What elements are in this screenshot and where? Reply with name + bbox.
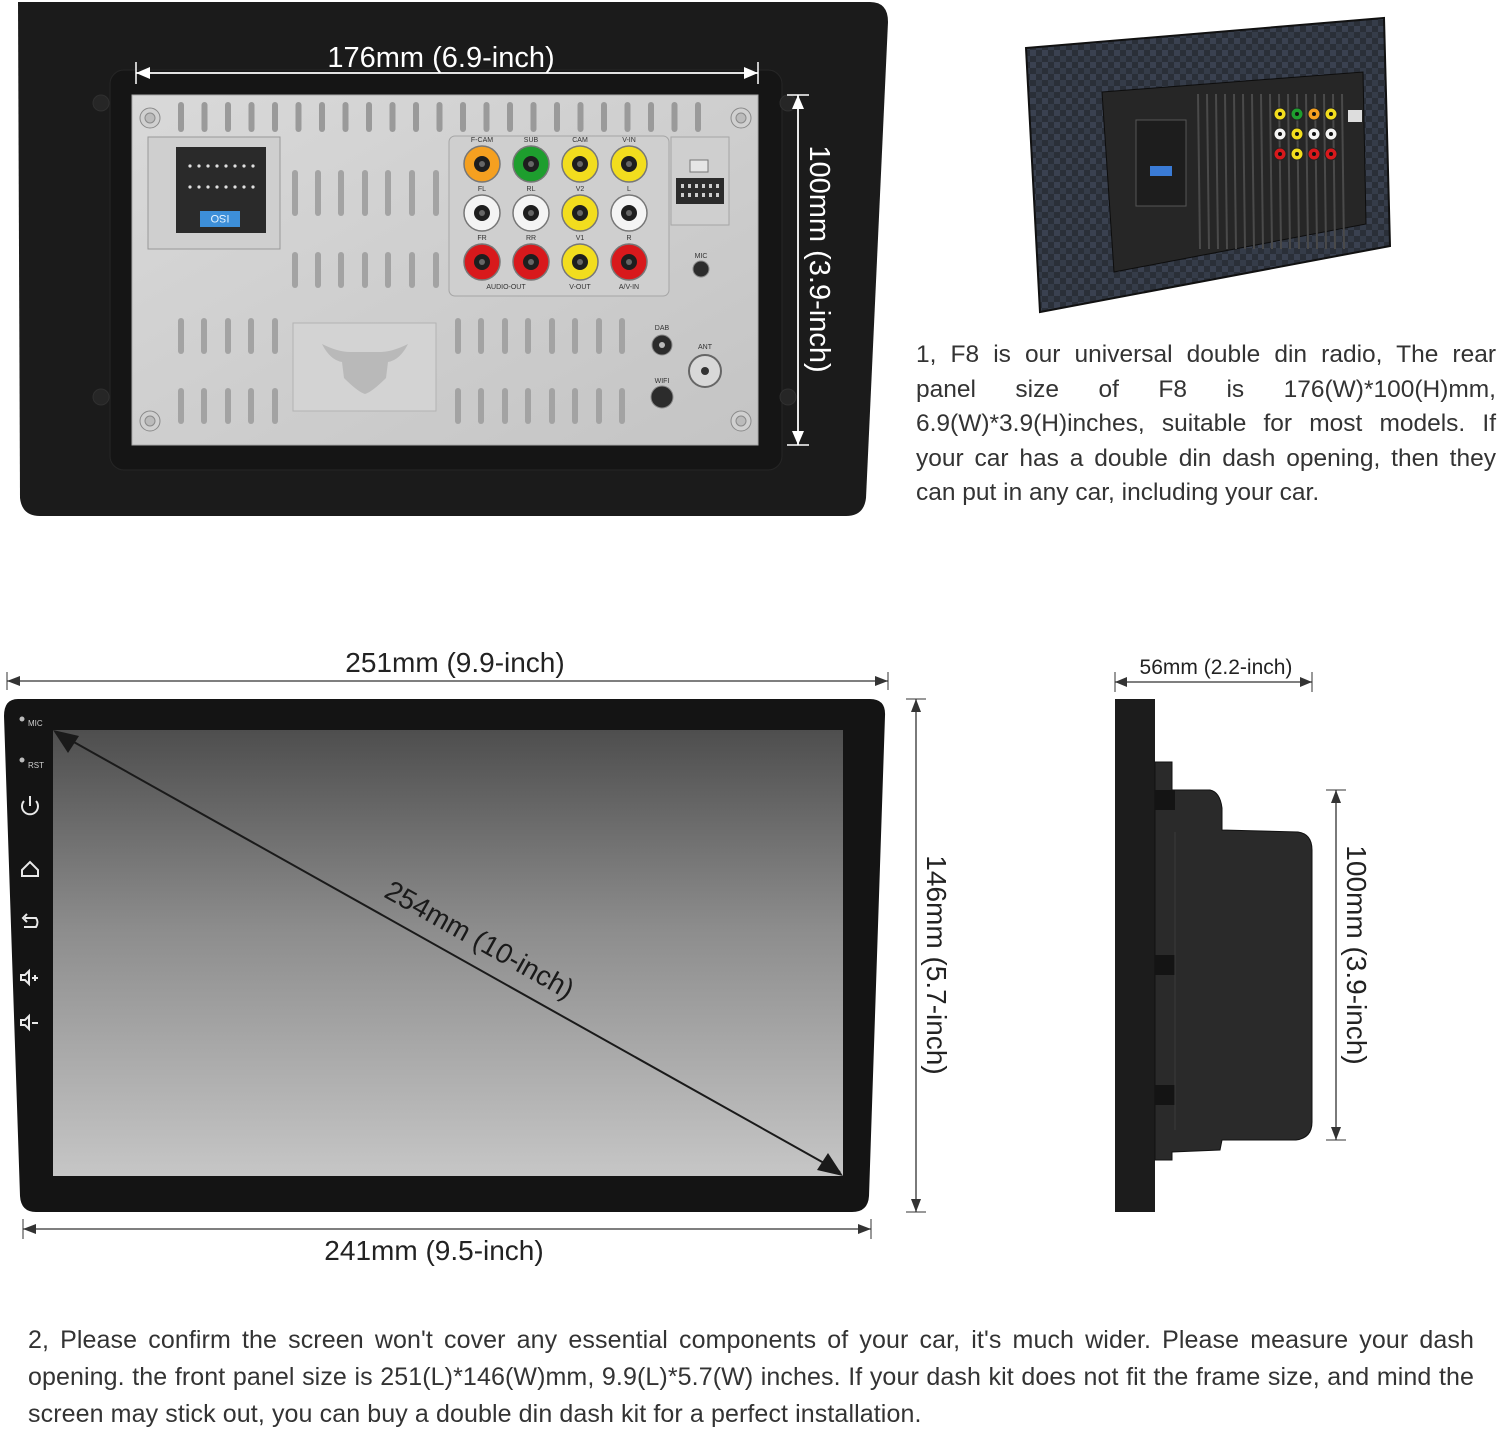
rca-jack (610, 243, 648, 281)
rca-jack (463, 145, 501, 183)
front-bottom-width-dimension (22, 1219, 872, 1239)
rca-label: R (626, 235, 631, 242)
rear-width-dimension (135, 62, 759, 84)
back-icon[interactable] (21, 913, 39, 928)
iso-label: ISO (210, 212, 229, 224)
front-height-label: 146mm (5.7-inch) (921, 855, 952, 1074)
side-depth-dimension (1114, 672, 1313, 692)
volume-up-icon[interactable] (20, 968, 38, 987)
rear-width-label: 176mm (6.9-inch) (327, 42, 554, 74)
rca-group-label: AUDIO-OUT (486, 284, 526, 291)
rear-panel-description: 1, F8 is our universal double din radio,… (916, 341, 1496, 506)
rca-jack (512, 243, 550, 281)
ant-port-label: ANT (698, 344, 713, 351)
rca-jack (463, 243, 501, 281)
rear-height-label: 100mm (3.9-inch) (803, 145, 835, 372)
side-height-label: 100mm (3.9-inch) (1341, 845, 1372, 1064)
front-panel-diagram: 251mm (9.9-inch) MIC RST 254mm (10-inch)… (4, 647, 952, 1266)
front-height-dimension (906, 698, 926, 1213)
mic-port-label: MIC (695, 253, 708, 260)
dab-port-label: DAB (655, 325, 670, 332)
rear-height-dimension (787, 94, 809, 446)
mic-port (692, 260, 710, 278)
rca-label: CAM (572, 137, 588, 144)
rca-label: V2 (576, 186, 585, 193)
rca-label: RL (527, 186, 536, 193)
side-faceplate (1115, 699, 1155, 1212)
rca-label: L (627, 186, 631, 193)
side-chassis (1154, 761, 1313, 1161)
rca-group-label: V-OUT (569, 284, 591, 291)
front-top-width-label: 251mm (9.9-inch) (345, 647, 564, 678)
front-panel-description: 2, Please confirm the screen won't cover… (28, 1326, 1474, 1428)
product-rear-photo (1024, 16, 1392, 314)
power-icon[interactable] (21, 796, 39, 816)
rca-label: FL (478, 186, 486, 193)
wifi-port-label: WIFI (655, 378, 670, 385)
rst-label: RST (28, 761, 44, 770)
bull-logo (322, 344, 408, 394)
front-top-width-dimension (6, 672, 889, 690)
rca-group-label: A/V-IN (619, 284, 639, 291)
wifi-port (650, 385, 674, 409)
volume-down-icon[interactable] (20, 1013, 38, 1032)
rca-jack (561, 145, 599, 183)
mic-label: MIC (28, 719, 43, 728)
rca-jack (512, 145, 550, 183)
rca-jack (512, 194, 550, 232)
home-icon[interactable] (21, 860, 39, 877)
rca-label: RR (526, 235, 536, 242)
rca-jack (561, 194, 599, 232)
diagonal-dimension (53, 730, 843, 1176)
rca-jack (463, 194, 501, 232)
side-height-dimension (1326, 789, 1346, 1141)
rca-label: V-IN (622, 137, 636, 144)
rca-jack (561, 243, 599, 281)
rca-jack (610, 194, 648, 232)
rca-jack (610, 145, 648, 183)
rca-label: SUB (524, 137, 539, 144)
rca-label: V1 (576, 235, 585, 242)
side-depth-label: 56mm (2.2-inch) (1140, 656, 1293, 679)
rear-panel-diagram: ISO F-CAM SUB CAM V-IN FL RL V2 L FR RR V1 R AUDIO-O… (18, 2, 888, 516)
front-bottom-width-label: 241mm (9.5-inch) (324, 1235, 543, 1266)
rca-label: F-CAM (471, 137, 493, 144)
side-view-diagram: 56mm (2.2-inch) 100mm (3.9-inch) (1114, 656, 1372, 1212)
rca-label: FR (477, 235, 486, 242)
